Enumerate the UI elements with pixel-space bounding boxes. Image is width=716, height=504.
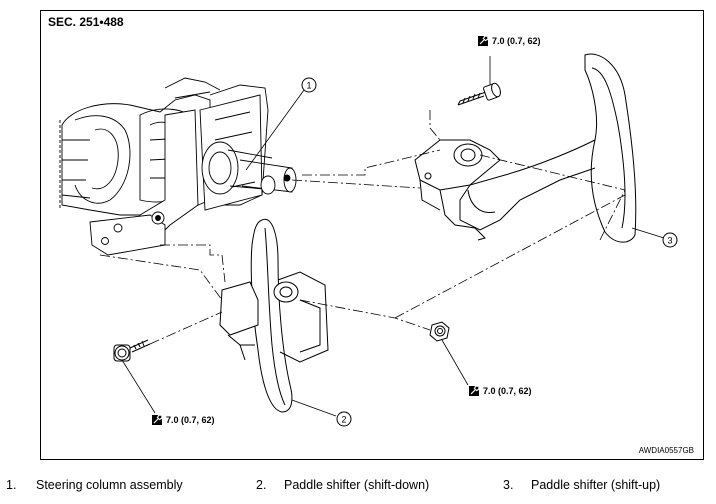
callout-3: 3 xyxy=(662,232,678,248)
legend-label: Paddle shifter (shift-up) xyxy=(531,478,661,492)
legend-number: 1. xyxy=(6,478,17,492)
diagram-frame xyxy=(40,10,704,460)
paddle-shifter-up-drawing xyxy=(414,53,637,243)
parts-legend: 1. Steering column assembly 2. Paddle sh… xyxy=(0,478,716,498)
torque-spec-upper: 7.0 (0.7, 62) xyxy=(478,36,541,46)
figure-code: AWDIA0557GB xyxy=(638,446,694,455)
legend-number: 3. xyxy=(503,478,514,492)
section-label: SEC. 251•488 xyxy=(48,15,124,29)
bolt-lower-drawing xyxy=(113,339,151,362)
callout-1: 1 xyxy=(301,77,317,93)
legend-label: Paddle shifter (shift-down) xyxy=(284,478,430,492)
callout-2: 2 xyxy=(336,411,352,427)
legend-item-steering-column: 1. Steering column assembly xyxy=(6,478,183,492)
torque-value: 7.0 (0.7, 62) xyxy=(492,36,541,46)
legend-item-paddle-shift-down: 2. Paddle shifter (shift-down) xyxy=(256,478,429,492)
bolt-upper-drawing xyxy=(457,82,501,106)
paddle-shifter-down-drawing xyxy=(219,218,329,413)
torque-wrench-icon xyxy=(478,36,488,46)
torque-value: 7.0 (0.7, 62) xyxy=(483,386,532,396)
torque-wrench-icon xyxy=(469,386,479,396)
torque-wrench-icon xyxy=(152,415,162,425)
torque-spec-right: 7.0 (0.7, 62) xyxy=(469,386,532,396)
alignment-lines xyxy=(99,110,626,345)
torque-value: 7.0 (0.7, 62) xyxy=(166,415,215,425)
legend-label: Steering column assembly xyxy=(36,478,183,492)
callout-1-label: 1 xyxy=(306,81,311,91)
legend-number: 2. xyxy=(256,478,267,492)
torque-spec-lower: 7.0 (0.7, 62) xyxy=(152,415,215,425)
legend-item-paddle-shift-up: 3. Paddle shifter (shift-up) xyxy=(503,478,660,492)
callout-2-label: 2 xyxy=(341,415,346,425)
steering-column-drawing xyxy=(59,77,297,256)
nut-drawing xyxy=(429,321,450,342)
leader-lines xyxy=(121,56,665,417)
callout-3-label: 3 xyxy=(667,236,672,246)
